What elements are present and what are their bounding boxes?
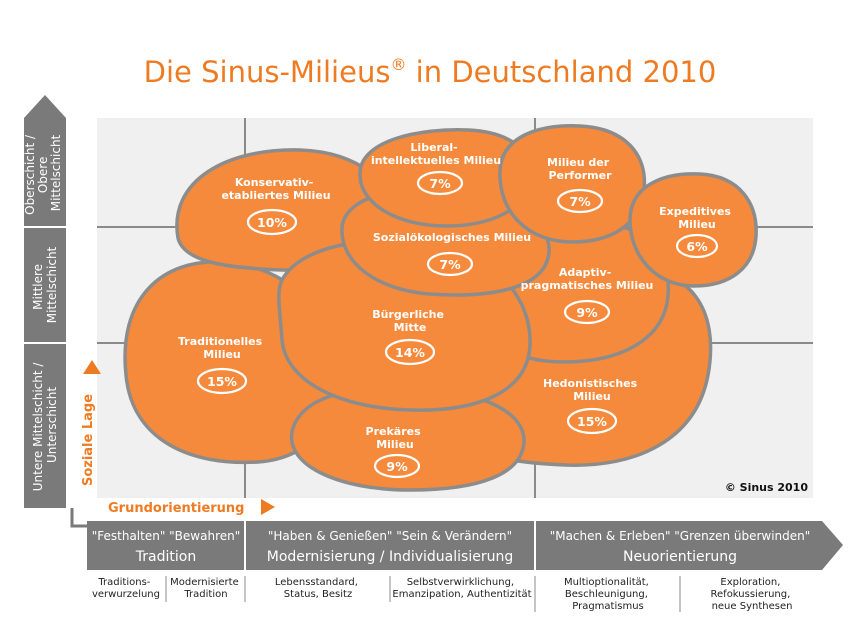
- segment-modernisierung-keywords: "Haben & Genießen" "Sein & Verändern": [268, 529, 512, 543]
- milieu-prekaer-share: 9%: [386, 459, 408, 474]
- milieu-traditionell-share-ring: [196, 367, 248, 395]
- segment-tradition-name: Tradition: [135, 549, 196, 565]
- milieu-shapes: [123, 124, 758, 492]
- x-axis-label: Grundorientierung: [108, 501, 244, 516]
- milieu-performer-name: Milieu der Performer: [547, 156, 613, 182]
- milieu-traditionell-share: 15%: [207, 374, 237, 389]
- milieu-prekaer-share-ring: [373, 453, 421, 479]
- level-middle-label: Mittlere Mittelschicht: [31, 246, 59, 323]
- segment-modernisierung-name: Modernisierung / Individualisierung: [267, 549, 513, 565]
- milieu-expeditiv-share: 6%: [686, 239, 708, 254]
- subcategory-dividers: [165, 576, 681, 612]
- subcategory-lebensstandard: Lebensstandard, Status, Besitz: [275, 577, 361, 600]
- y-axis-arrow-icon: [83, 360, 101, 374]
- level-upper-label: Oberschicht / Obere Mittelschicht: [23, 131, 63, 215]
- subcategory-selbstverwirklichung: Selbstverwirklichung, Emanzipation, Auth…: [392, 577, 531, 600]
- segment-neuorientierung-keywords: "Machen & Erleben" "Grenzen überwinden": [550, 529, 811, 543]
- milieu-expeditiv-shape: [628, 172, 758, 288]
- milieu-buergerlich: Bürgerliche Mitte 14%: [372, 308, 448, 366]
- subcategory-traditionsverwurzelung: Traditions- verwurzelung: [92, 577, 160, 600]
- segment-neuorientierung-name: Neuorientierung: [623, 549, 737, 565]
- milieu-prekaer-name: Prekäres Milieu: [366, 425, 425, 451]
- level-lower-label: Untere Mittelschicht / Unterschicht: [31, 359, 59, 492]
- milieu-buergerlich-share-ring: [384, 338, 436, 366]
- milieu-sozialoeko: Sozialökologisches Milieu 7%: [373, 231, 531, 277]
- milieu-konservativ-share-ring: [246, 208, 298, 236]
- milieu-konservativ: Konservativ- etabliertes Milieu 10%: [221, 176, 331, 236]
- corner-bracket: [70, 508, 87, 528]
- milieu-traditionell-name: Traditionelles Milieu: [178, 335, 266, 361]
- milieu-hedonist-name: Hedonistisches Milieu: [543, 377, 641, 403]
- milieu-sozialoeko-share: 7%: [439, 257, 461, 272]
- segment-tradition-keywords: "Festhalten" "Bewahren": [92, 529, 241, 543]
- x-axis-arrow-icon: [261, 499, 275, 515]
- milieu-adaptiv: Adaptiv- pragmatisches Milieu 9%: [521, 266, 654, 325]
- milieu-performer-share: 7%: [569, 194, 591, 209]
- milieu-liberal: Liberal- intellektuelles Milieu 7%: [371, 141, 501, 196]
- milieu-hedonist: Hedonistisches Milieu 15%: [543, 377, 641, 435]
- milieu-performer-shape: [498, 124, 647, 244]
- milieu-buergerlich-name: Bürgerliche Mitte: [372, 308, 448, 334]
- milieu-expeditiv: Expeditives Milieu 6%: [659, 205, 735, 259]
- y-axis-label: Soziale Lage: [81, 394, 96, 486]
- milieu-sozialoeko-share-ring: [426, 251, 474, 277]
- milieu-liberal-share-ring: [416, 170, 464, 196]
- milieu-liberal-name: Liberal- intellektuelles Milieu: [371, 141, 501, 167]
- milieu-traditionell: Traditionelles Milieu 15%: [178, 335, 266, 395]
- milieu-adaptiv-share-ring: [563, 299, 611, 325]
- page-title: Die Sinus-Milieus® in Deutschland 2010: [144, 55, 717, 89]
- milieu-performer-share-ring: [556, 188, 604, 214]
- milieu-adaptiv-name: Adaptiv- pragmatisches Milieu: [521, 266, 654, 292]
- milieu-sozialoeko-name: Sozialökologisches Milieu: [373, 231, 531, 244]
- milieu-hedonist-share: 15%: [577, 414, 607, 429]
- milieu-adaptiv-share: 9%: [576, 305, 598, 320]
- social-class-arrow: [24, 95, 66, 508]
- milieu-buergerlich-share: 14%: [395, 345, 425, 360]
- milieu-liberal-share: 7%: [429, 176, 451, 191]
- milieu-prekaer: Prekäres Milieu 9%: [366, 425, 425, 479]
- subcategory-modernisierte-tradition: Modernisierte Tradition: [170, 577, 242, 600]
- orientation-arrow: [87, 521, 843, 570]
- milieu-konservativ-share: 10%: [257, 215, 287, 230]
- milieu-hedonist-share-ring: [566, 407, 618, 435]
- copyright-note: © Sinus 2010: [725, 481, 809, 494]
- subcategory-exploration: Exploration, Refokussierung, neue Synthe…: [711, 577, 794, 612]
- subcategory-multioptionalitaet: Multioptionalität, Beschleunigung, Pragm…: [564, 577, 652, 612]
- milieu-konservativ-name: Konservativ- etabliertes Milieu: [221, 176, 330, 202]
- milieu-expeditiv-name: Expeditives Milieu: [659, 205, 735, 231]
- milieu-performer: Milieu der Performer 7%: [547, 156, 613, 214]
- milieu-expeditiv-share-ring: [675, 233, 719, 259]
